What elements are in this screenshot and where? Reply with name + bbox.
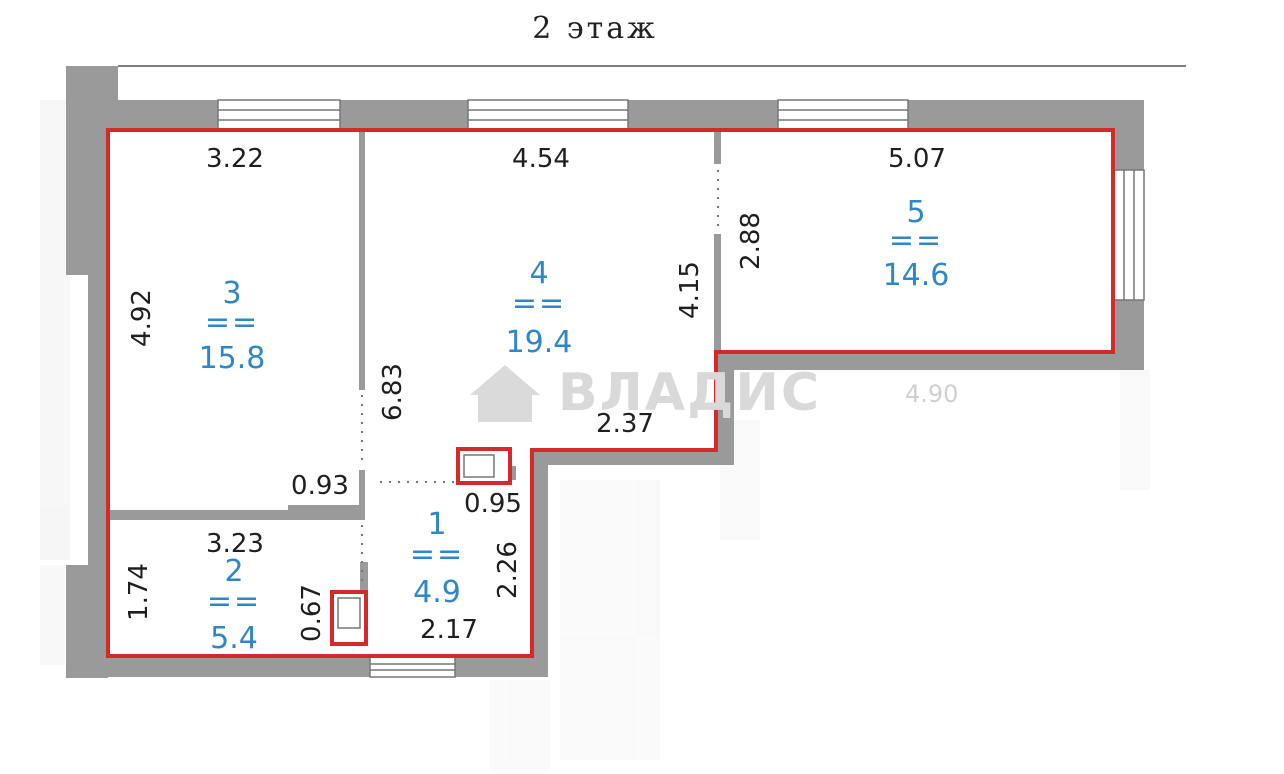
windows xyxy=(217,99,1145,678)
shaft-upper xyxy=(456,447,512,485)
window-4 xyxy=(1113,169,1145,301)
watermark: ВЛАДИС xyxy=(470,363,821,423)
room-label-2: 2 == 5.4 xyxy=(207,554,261,656)
ghost-dimension: 4.90 xyxy=(905,380,958,408)
room-number: 2 xyxy=(224,554,243,589)
room-number: 3 xyxy=(222,276,241,311)
room-area: 19.4 xyxy=(506,325,573,360)
walls xyxy=(66,66,1144,678)
door-openings xyxy=(361,170,719,585)
dimension-label: 6.83 xyxy=(378,363,408,421)
apartment-outline xyxy=(106,128,1115,658)
room-label-5: 5 == 14.6 xyxy=(883,195,950,293)
room-number: 5 xyxy=(906,195,925,230)
dimension-label: 4.92 xyxy=(127,289,157,347)
watermark-text: ВЛАДИС xyxy=(558,363,821,423)
dimension-label: 0.67 xyxy=(297,584,327,642)
window-3 xyxy=(777,99,909,131)
room-label-1: 1 == 4.9 xyxy=(410,507,464,610)
room-separator: == xyxy=(207,584,261,619)
house-icon xyxy=(470,365,540,422)
dimension-label: 2.88 xyxy=(736,212,766,270)
room-separator: == xyxy=(205,305,259,340)
dimension-label: 0.93 xyxy=(291,471,349,501)
dimension-label: 3.23 xyxy=(206,529,264,559)
room-area: 4.9 xyxy=(413,575,461,610)
dimension-label: 2.37 xyxy=(596,409,654,439)
room-label-4: 4 == 19.4 xyxy=(506,256,573,360)
room-area: 5.4 xyxy=(210,621,258,656)
room-number: 4 xyxy=(529,256,548,291)
dimension-label: 4.15 xyxy=(675,261,705,319)
window-1 xyxy=(217,99,341,131)
window-5 xyxy=(369,656,456,678)
room-number: 1 xyxy=(427,507,446,542)
dimension-label: 2.26 xyxy=(493,541,523,599)
dimension-label: 0.95 xyxy=(464,489,522,519)
dimension-label: 1.74 xyxy=(124,563,154,621)
room-separator: == xyxy=(889,223,943,258)
room-separator: == xyxy=(512,286,566,321)
dimension-label: 3.22 xyxy=(206,144,264,174)
ghost-background xyxy=(40,100,1150,770)
dimension-label: 4.54 xyxy=(512,144,570,174)
room-label-3: 3 == 15.8 xyxy=(199,276,266,376)
floor-title: 2 этаж xyxy=(532,11,658,46)
dimension-label: 5.07 xyxy=(888,144,946,174)
room-area: 14.6 xyxy=(883,258,950,293)
window-2 xyxy=(467,99,629,131)
room-separator: == xyxy=(410,537,464,572)
shaft-lower xyxy=(330,590,368,646)
dimension-label: 2.17 xyxy=(420,615,478,645)
room-area: 15.8 xyxy=(199,341,266,376)
